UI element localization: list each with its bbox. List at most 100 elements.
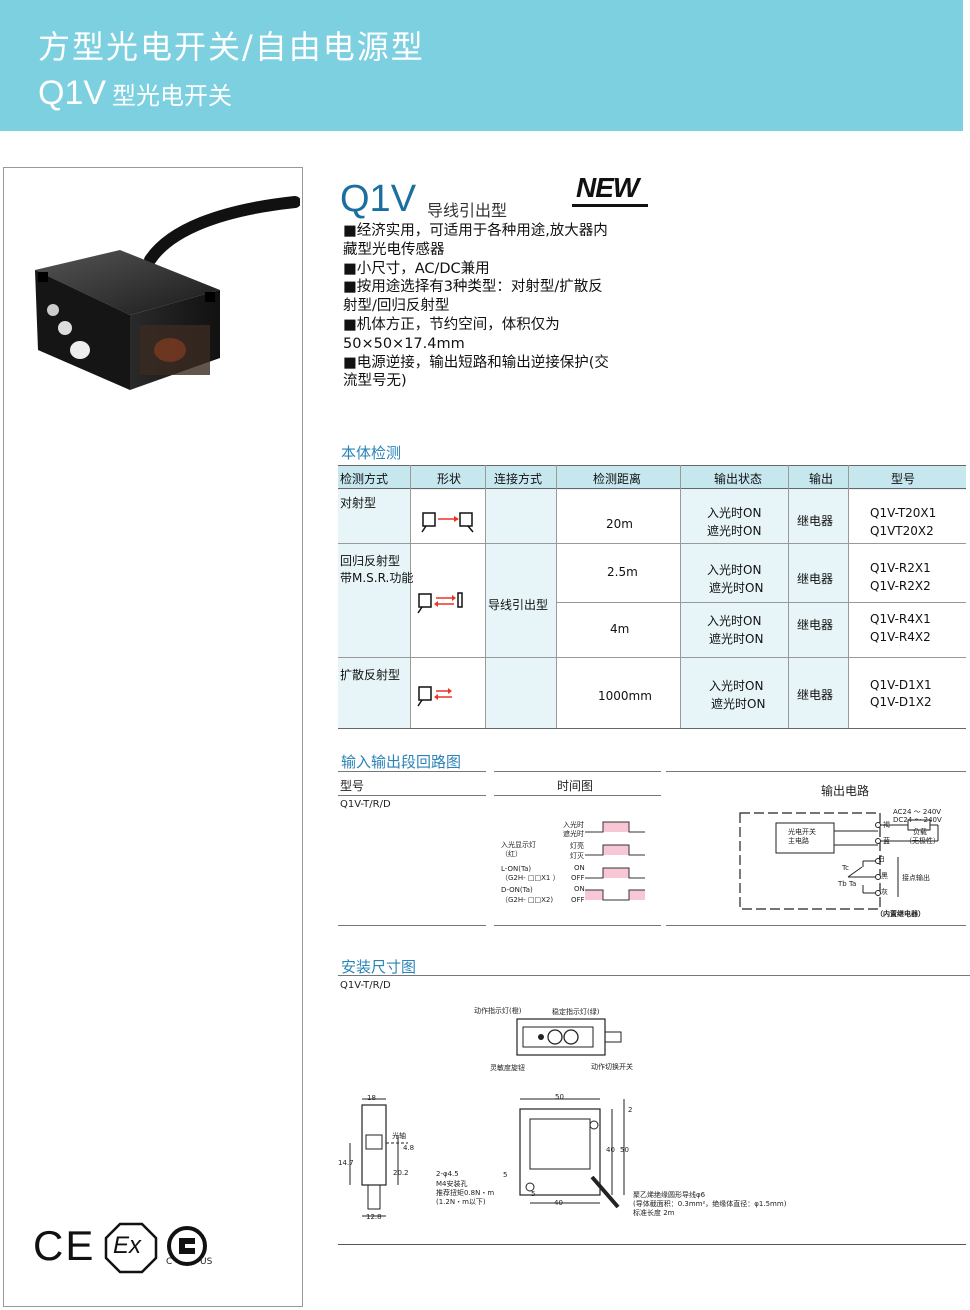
wire-black: 黑: [881, 872, 888, 880]
th-model: 型号: [891, 472, 916, 486]
timing-in2: 遮光时: [563, 830, 584, 838]
cable-note-1: (导体截面积：0.3mm²，绝缘体直径：φ1.5mm): [633, 1200, 787, 1208]
dim-front-w: 50: [555, 1093, 564, 1101]
feature-item: ■经济实用，可适用于各种用途,放大器内藏型光电传感器: [343, 223, 608, 258]
row4-state2: 遮光时ON: [711, 697, 766, 711]
wire-gray: 灰: [881, 888, 888, 896]
timing-in1: 入光时: [563, 821, 584, 829]
dim-front-s2: 5: [531, 1190, 536, 1198]
timing-on-2: ON: [574, 885, 585, 893]
row1-state2: 遮光时ON: [707, 524, 762, 538]
retroreflective-icon: [417, 592, 463, 614]
front-view-drawing: [519, 1098, 625, 1209]
th-shape: 形状: [437, 472, 462, 486]
label-mode-switch: 动作切换开关: [591, 1063, 633, 1071]
output-circuit-diagram: [739, 812, 939, 910]
circuit-load: 负载: [913, 828, 927, 836]
section-title-detection: 本体检测: [341, 444, 402, 462]
row2-method2: 带M.S.R.功能: [340, 571, 414, 585]
timing-lon: L-ON(Ta): [501, 865, 532, 873]
circuit-relay: （内置继电器）: [876, 910, 925, 918]
row4-state1: 入光时ON: [709, 679, 764, 693]
th-connection: 连接方式: [494, 472, 543, 486]
row1-state1: 入光时ON: [707, 506, 762, 520]
th-distance: 检测距离: [593, 472, 642, 486]
side-view-drawing: [349, 1098, 408, 1217]
thrubeam-icon: [421, 512, 474, 533]
dim-front-t: 2: [628, 1106, 633, 1114]
hole-note-3: (1.2N・m以下): [436, 1198, 486, 1206]
dim-front-s: 5: [503, 1171, 508, 1179]
dim-side-h1: 14.7: [338, 1159, 354, 1167]
timing-off: OFF: [571, 874, 585, 882]
row1-method: 对射型: [340, 496, 377, 510]
io-col-timing: 时间图: [557, 779, 594, 793]
circuit-tc: Tc: [842, 864, 849, 872]
row2-state2: 遮光时ON: [709, 581, 764, 595]
label-action-led: 动作指示灯(橙): [474, 1007, 522, 1015]
ce-mark: CE: [33, 1222, 96, 1269]
timing-don-model: （G2H- □□X2): [501, 896, 554, 904]
timing-led-on: 灯亮: [570, 842, 584, 850]
dim-front-h2: 50: [620, 1146, 629, 1154]
section-title-io: 输入输出段回路图: [341, 753, 462, 771]
circuit-tbta: Tb Ta: [838, 880, 857, 888]
section-title-dims: 安装尺寸图: [341, 958, 417, 976]
timing-off-2: OFF: [571, 896, 585, 904]
circuit-main: 光电开关: [788, 828, 816, 836]
timing-lon-model: （G2H- □□X1 ）: [501, 874, 560, 882]
th-state: 输出状态: [714, 472, 763, 486]
dim-side-h2: 20.2: [393, 1169, 409, 1177]
row3-model1: Q1V-R4X1: [870, 612, 931, 626]
row4-model1: Q1V-D1X1: [870, 678, 932, 692]
subtitle-text: 型光电开关: [112, 82, 233, 110]
dims-model: Q1V-T/R/D: [340, 980, 391, 991]
csa-c: C: [166, 1257, 173, 1267]
label-sensitivity: 灵敏度旋钮: [490, 1064, 525, 1072]
io-col-output: 输出电路: [821, 784, 870, 798]
ex-mark: Ex: [113, 1232, 142, 1259]
dim-side-b: 12.8: [366, 1213, 382, 1221]
hole-note-0: 2-φ4.5: [436, 1170, 459, 1178]
hole-note-2: 推荐扭矩0.8N・m: [436, 1189, 495, 1197]
top-view-drawing: [516, 1018, 622, 1056]
wire-blue: 蓝: [883, 837, 890, 845]
feature-item: ■电源逆接，输出短路和输出逆接保护(交流型号无): [343, 354, 609, 390]
io-model: Q1V-T/R/D: [340, 799, 391, 810]
timing-led-label: 入光显示灯: [501, 841, 536, 849]
cable-note-0: 聚乙烯绝缘圆形导线φ6: [633, 1191, 706, 1199]
circuit-dc: DC24 ～ 240V: [893, 816, 942, 824]
wire-white: 白: [878, 855, 885, 863]
new-badge: NEW: [576, 172, 639, 203]
th-method: 检测方式: [340, 472, 389, 486]
connection-type: 导线引出型: [488, 598, 549, 612]
row1-distance: 20m: [606, 517, 633, 531]
row3-distance: 4m: [610, 622, 630, 636]
ex-mark-icon: [104, 1222, 158, 1274]
row3-model2: Q1V-R4X2: [870, 630, 931, 644]
row2-model2: Q1V-R2X2: [870, 579, 931, 593]
dim-front-h1: 40: [606, 1146, 615, 1154]
row1-output: 继电器: [797, 514, 834, 528]
label-stable-led: 稳定指示灯(绿): [552, 1008, 600, 1016]
wire-brown: 褐: [883, 821, 890, 829]
row2-state1: 入光时ON: [707, 563, 762, 577]
circuit-ac: AC24 ～ 240V: [893, 808, 942, 816]
dim-side-axis: 光轴: [392, 1132, 406, 1140]
csa-mark-icon: [167, 1226, 207, 1266]
timing-chart: [585, 821, 645, 901]
product-photo: [35, 196, 300, 390]
header-banner: [0, 0, 963, 131]
dim-front-bw: 40: [554, 1199, 563, 1207]
timing-led-off: 灯灭: [570, 852, 584, 860]
row4-method: 扩散反射型: [340, 668, 401, 682]
circuit-nopol: （无极性）: [905, 837, 940, 845]
feature-item: ■按用途选择有3种类型：对射型/扩散反射型/回归反射型: [343, 279, 603, 315]
diffuse-icon: [417, 686, 452, 707]
row3-output: 继电器: [797, 618, 834, 632]
detection-table-header: [338, 465, 966, 489]
feature-list: ■经济实用，可适用于各种用途,放大器内藏型光电传感器 ■小尺寸，AC/DC兼用 …: [343, 222, 613, 391]
io-col-model: 型号: [340, 779, 365, 793]
row2-model1: Q1V-R2X1: [870, 561, 931, 575]
